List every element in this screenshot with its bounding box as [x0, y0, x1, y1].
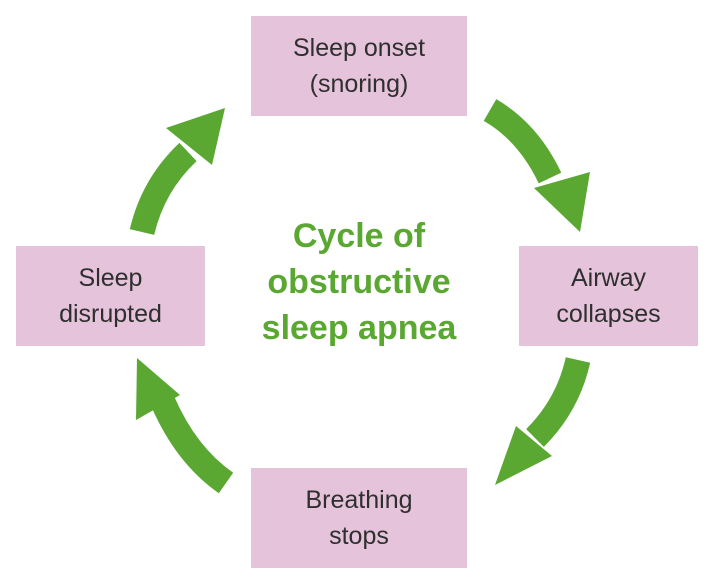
title-line: Cycle of [292, 217, 426, 255]
arrow-right-to-bottom [495, 357, 591, 485]
stage-label-line: disrupted [59, 300, 162, 328]
stage-label-line: Breathing [305, 486, 413, 514]
diagram-title: Cycle of obstructive sleep apnea [200, 213, 518, 351]
stage-label-line: Sleep onset [292, 34, 426, 62]
stage-label-line: (snoring) [309, 70, 409, 98]
stage-label-line: Airway [570, 264, 646, 292]
title-line: sleep apnea [261, 309, 457, 347]
stage-box-breathing-stops: Breathing stops [251, 468, 467, 568]
stage-box-sleep-disrupted: Sleep disrupted [16, 246, 205, 346]
stage-label-line: stops [329, 522, 389, 550]
stage-label-line: Sleep [78, 264, 143, 292]
stage-box-airway-collapses: Airway collapses [519, 246, 698, 346]
arrow-bottom-to-left [136, 358, 234, 494]
title-line: obstructive [267, 263, 451, 301]
stage-label-line: collapses [556, 300, 661, 328]
stage-box-sleep-onset: Sleep onset (snoring) [251, 16, 467, 116]
